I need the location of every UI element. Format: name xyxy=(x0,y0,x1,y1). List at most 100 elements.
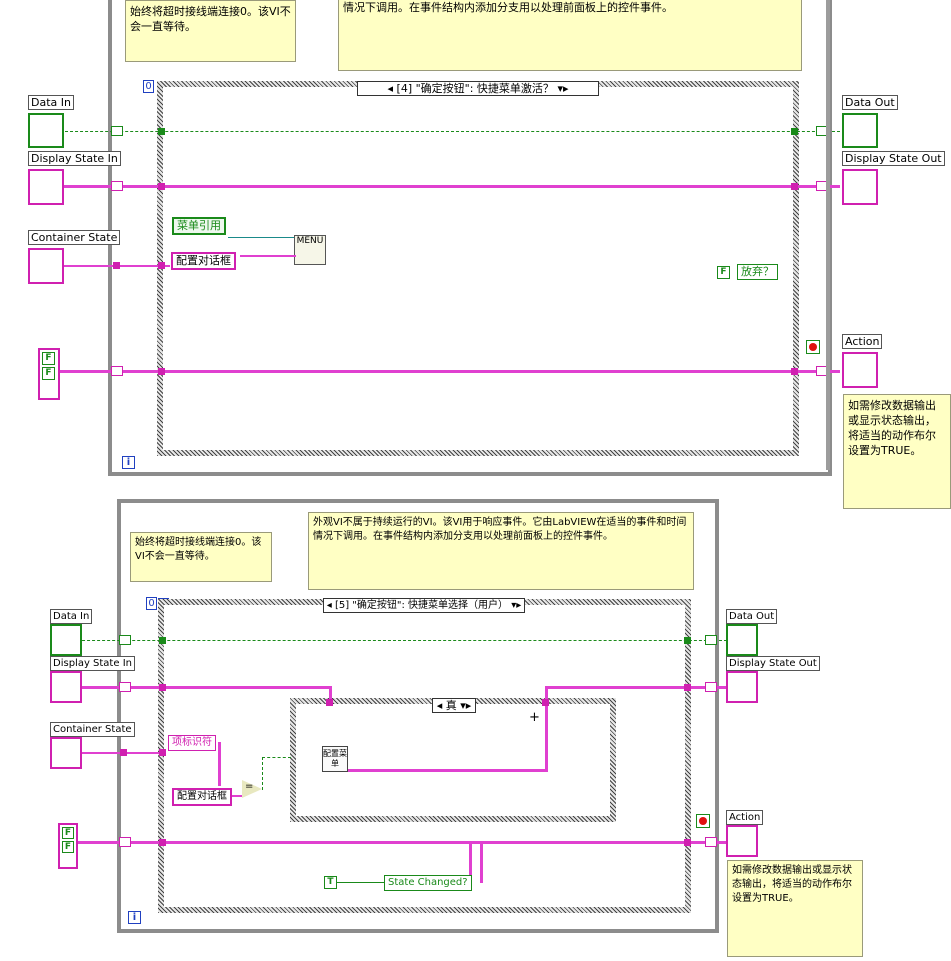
bottom-data-in-tunnel[interactable] xyxy=(119,635,131,645)
bottom-equal-node[interactable] xyxy=(242,780,262,798)
top-data-wire xyxy=(60,131,840,132)
bottom-timeout-note[interactable]: 始终将超时接线端连接0。该VI不会一直等待。 xyxy=(130,532,272,582)
top-action-label: Action xyxy=(842,334,883,349)
bottom-container-tunnel[interactable] xyxy=(120,749,127,756)
bottom-action-wire-drop xyxy=(469,841,472,883)
top-menu-node[interactable]: MENU xyxy=(294,235,326,265)
top-bool-f-1: F xyxy=(42,352,55,365)
bottom-item-tag-node[interactable]: 项标识符 xyxy=(168,735,216,751)
top-info-icon[interactable]: i xyxy=(122,456,135,469)
bottom-case-display-out xyxy=(542,699,549,706)
bottom-equal-label: = xyxy=(245,781,254,792)
top-display-state-out-terminal[interactable] xyxy=(842,169,878,205)
bottom-event-selector[interactable]: ◂ [5] "确定按钮": 快捷菜单选择（用户） ▾▸ xyxy=(323,598,525,613)
bottom-container-state-label: Container State xyxy=(50,722,135,737)
bottom-display-state-in-label: Display State In xyxy=(50,656,135,671)
top-action-terminal[interactable] xyxy=(842,352,878,388)
bottom-display-state-out-terminal[interactable] xyxy=(726,671,758,703)
bottom-case-selector[interactable]: ◂ 真 ▾▸ xyxy=(432,698,476,713)
bottom-action-label: Action xyxy=(726,810,764,825)
top-action-note[interactable]: 如需修改数据输出或显示状态输出，将适当的动作布尔设置为TRUE。 xyxy=(843,394,951,509)
bottom-dialog-to-equal-wire xyxy=(232,795,244,797)
top-event-structure[interactable] xyxy=(157,81,799,456)
top-es-data-right xyxy=(791,128,798,135)
bottom-action-wire xyxy=(72,841,727,844)
top-loop-right-edge xyxy=(826,0,830,470)
top-data-out-label: Data Out xyxy=(842,95,898,110)
dropdown-arrow-icon[interactable]: ▾▸ xyxy=(511,600,522,611)
bottom-data-in-terminal[interactable] xyxy=(50,624,82,656)
bottom-display-out-tunnel[interactable] xyxy=(705,682,717,692)
bottom-container-state-terminal[interactable] xyxy=(50,737,82,769)
top-es-display-left xyxy=(158,183,165,190)
bottom-config-menu-node[interactable]: 配置菜单 xyxy=(322,746,348,772)
bottom-action-cluster-constant[interactable]: F F xyxy=(58,823,78,869)
bottom-config-menu-wire xyxy=(347,769,547,772)
bottom-tag-to-equal-wire xyxy=(218,742,221,786)
top-display-in-tunnel[interactable] xyxy=(111,181,123,191)
bottom-state-changed-terminal[interactable]: State Changed? xyxy=(384,875,472,891)
top-discard-bool-constant[interactable]: F xyxy=(717,266,730,279)
top-event-selector[interactable]: ◂ [4] "确定按钮": 快捷菜单激活？ ▾▸ xyxy=(357,81,599,96)
bottom-data-out-tunnel[interactable] xyxy=(705,635,717,645)
bottom-timeout-constant[interactable]: 0 xyxy=(146,597,157,610)
top-action-cluster-constant[interactable]: F F xyxy=(38,348,60,400)
bottom-display-wire-right xyxy=(545,686,727,689)
bottom-description-note[interactable]: 外观VI不属于持续运行的VI。该VI用于响应事件。它由LabVIEW在适当的事件… xyxy=(308,512,694,590)
bottom-container-wire xyxy=(72,752,164,754)
bottom-while-loop[interactable] xyxy=(117,499,719,933)
bottom-action-out-tunnel[interactable] xyxy=(705,837,717,847)
bottom-display-wire-left xyxy=(72,686,330,689)
bottom-config-menu-label: 配置菜单 xyxy=(323,749,347,768)
selector-left-arrow-icon[interactable]: ◂ xyxy=(326,600,332,611)
bottom-equal-to-case-wire xyxy=(262,757,291,790)
top-timeout-note[interactable]: 始终将超时接线端连接0。该VI不会一直等待。 xyxy=(125,0,296,62)
top-config-to-menu-wire xyxy=(240,255,296,257)
top-es-action-left xyxy=(158,368,165,375)
bottom-es-data-left xyxy=(159,637,166,644)
bottom-es-display-right xyxy=(684,684,691,691)
top-data-in-tunnel[interactable] xyxy=(111,126,123,136)
bottom-es-data-right xyxy=(684,637,691,644)
crosshair-cursor-icon: + xyxy=(529,710,540,725)
bottom-stop-terminal[interactable] xyxy=(696,814,710,828)
top-discard-terminal[interactable]: 放弃？ xyxy=(737,264,778,280)
bottom-data-out-terminal[interactable] xyxy=(726,624,758,656)
bottom-action-note[interactable]: 如需修改数据输出或显示状态输出，将适当的动作布尔设置为TRUE。 xyxy=(727,860,863,957)
bottom-data-wire xyxy=(72,640,727,641)
bottom-es-action-right xyxy=(684,839,691,846)
case-left-arrow-icon[interactable]: ◂ xyxy=(436,699,443,712)
top-menu-ref-node[interactable]: 菜单引用 xyxy=(172,217,226,235)
bottom-display-state-in-terminal[interactable] xyxy=(50,671,82,703)
top-display-state-in-terminal[interactable] xyxy=(28,169,64,205)
top-config-dialog-constant[interactable]: 配置对话框 xyxy=(171,252,236,270)
top-stop-terminal[interactable] xyxy=(806,340,820,354)
bottom-case-selector-label: 真 xyxy=(445,699,457,712)
top-action-wire xyxy=(60,370,840,373)
bottom-info-icon[interactable]: i xyxy=(128,911,141,924)
top-data-in-terminal[interactable] xyxy=(28,113,64,148)
top-timeout-constant[interactable]: 0 xyxy=(143,80,154,93)
top-es-action-right xyxy=(791,368,798,375)
top-data-out-terminal[interactable] xyxy=(842,113,878,148)
bottom-action-terminal[interactable] xyxy=(726,825,758,857)
selector-left-arrow-icon[interactable]: ◂ xyxy=(387,82,394,95)
bottom-display-in-tunnel[interactable] xyxy=(119,682,131,692)
top-description-note[interactable]: 情况下调用。在事件结构内添加分支用以处理前面板上的控件事件。 xyxy=(338,0,802,71)
top-event-selector-label: [4] "确定按钮": 快捷菜单激活？ xyxy=(396,82,554,95)
bottom-t-to-state-wire xyxy=(337,882,385,883)
bottom-config-dialog-constant[interactable]: 配置对话框 xyxy=(172,788,232,806)
top-container-state-terminal[interactable] xyxy=(28,248,64,284)
case-dropdown-icon[interactable]: ▾▸ xyxy=(460,699,472,712)
top-menuref-to-menu-wire xyxy=(228,237,294,238)
bottom-action-in-tunnel[interactable] xyxy=(119,837,131,847)
bottom-state-changed-bool-constant[interactable]: T xyxy=(324,876,337,889)
bottom-display-wire-case-out xyxy=(545,686,548,772)
bottom-action-wire-rise xyxy=(480,841,483,883)
dropdown-arrow-icon[interactable]: ▾▸ xyxy=(557,82,569,95)
top-action-in-tunnel[interactable] xyxy=(111,366,123,376)
bottom-event-selector-label: [5] "确定按钮": 快捷菜单选择（用户） xyxy=(334,600,509,611)
bottom-es-action-left xyxy=(159,839,166,846)
top-display-state-wire xyxy=(60,185,840,188)
top-container-tunnel[interactable] xyxy=(113,262,120,269)
